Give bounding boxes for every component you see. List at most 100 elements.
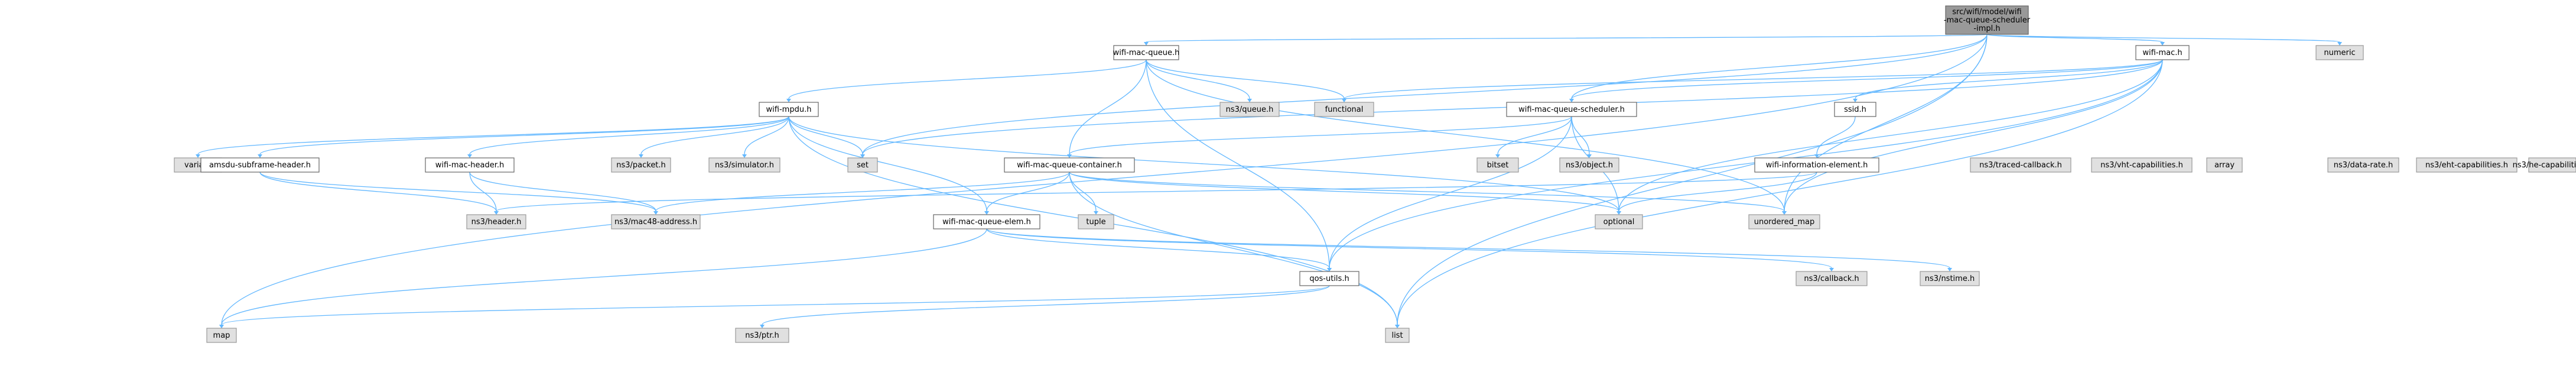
node-wmq[interactable]: wifi-mac-queue.h <box>1113 45 1180 60</box>
node-box <box>1595 214 1643 229</box>
node-label: numeric <box>2324 48 2355 57</box>
edge-arrowhead <box>1067 154 1072 158</box>
node-box <box>1113 45 1179 60</box>
edge-arrowhead <box>1829 268 1834 271</box>
node-label: wifi-mac.h <box>2142 48 2182 57</box>
edge-wmqs-to-qos <box>1329 116 1572 269</box>
edge-wmqc-to-wmqe <box>986 172 1070 212</box>
edge-arrowhead <box>653 211 658 215</box>
node-label: optional <box>1604 218 1635 227</box>
node-amsdu[interactable]: amsdu-subframe-header.h <box>200 157 320 173</box>
node-simulator: ns3/simulator.h <box>708 157 780 173</box>
node-datarate: ns3/data-rate.h <box>2327 157 2399 173</box>
node-label: ns3/vht-capabilities.h <box>2100 161 2183 170</box>
node-box <box>1299 271 1359 286</box>
node-ssid[interactable]: ssid.h <box>1834 102 1876 117</box>
node-header: ns3/header.h <box>466 214 526 229</box>
node-wmpdu[interactable]: wifi-mpdu.h <box>759 102 819 117</box>
edge-wmac-to-umap <box>1784 59 2163 212</box>
edge-wmqe-to-callback <box>986 228 1832 269</box>
node-wmac[interactable]: wifi-mac.h <box>2135 45 2190 60</box>
node-wmqc[interactable]: wifi-mac-queue-container.h <box>1004 157 1135 173</box>
node-wmqe[interactable]: wifi-mac-queue-elem.h <box>933 214 1040 229</box>
node-optional: optional <box>1595 214 1643 229</box>
edge-wmqc-to-umap <box>1069 172 1785 212</box>
node-label: ns3/nstime.h <box>1925 274 1975 283</box>
edge-wmpdu-to-wmh <box>469 116 789 155</box>
edge-wmac-to-functional <box>1344 59 2163 99</box>
node-label: ns3/eht-capabilities.h <box>2425 161 2508 170</box>
edge-wmqc-to-list <box>1069 172 1398 325</box>
node-array: array <box>2206 157 2243 173</box>
node-box <box>200 157 320 173</box>
node-object: ns3/object.h <box>1559 157 1619 173</box>
node-eht: ns3/eht-capabilities.h <box>2416 157 2518 173</box>
edge-arrowhead <box>258 154 262 158</box>
node-he: ns3/he-capabilities.h <box>2513 157 2576 173</box>
node-mac48: ns3/mac48-address.h <box>611 214 701 229</box>
node-label: src/wifi/model/wifi <box>1952 8 2021 17</box>
node-packet: ns3/packet.h <box>611 157 671 173</box>
node-wie[interactable]: wifi-information-element.h <box>1754 157 1879 173</box>
edge-wmq-to-qos <box>1146 59 1330 269</box>
node-ptr: ns3/ptr.h <box>735 328 789 343</box>
node-box <box>611 157 671 173</box>
node-box <box>1559 157 1619 173</box>
node-label: ns3/queue.h <box>1226 105 1274 114</box>
edge-arrowhead <box>1569 99 1574 102</box>
node-label: wifi-mpdu.h <box>766 105 812 114</box>
edge-wmqe-to-map <box>221 228 987 325</box>
node-label: tuple <box>1086 218 1105 227</box>
edge-arrowhead <box>786 99 791 102</box>
node-traced: ns3/traced-callback.h <box>1970 157 2071 173</box>
edge-arrowhead <box>1342 99 1346 102</box>
node-box <box>1748 214 1820 229</box>
node-box <box>1754 157 1879 173</box>
node-wmqs[interactable]: wifi-mac-queue-scheduler.h <box>1506 102 1637 117</box>
edge-wmqc-to-optional <box>1069 172 1619 212</box>
edge-arrowhead <box>1587 154 1592 158</box>
node-label: set <box>857 161 869 170</box>
node-box <box>2135 45 2190 60</box>
edge-qos-to-ptr <box>762 285 1330 325</box>
edge-wmpdu-to-set <box>788 116 863 155</box>
node-label: ns3/object.h <box>1566 161 1613 170</box>
node-label: wifi-mac-queue-elem.h <box>942 218 1031 227</box>
node-label: -impl.h <box>1973 24 2000 33</box>
edge-wmq-to-wmqc <box>1069 59 1147 155</box>
node-vht: ns3/vht-capabilities.h <box>2091 157 2193 173</box>
edge-wmac-to-ssid <box>1855 59 2163 99</box>
node-wmh[interactable]: wifi-mac-header.h <box>425 157 515 173</box>
node-box <box>611 214 701 229</box>
node-label: -mac-queue-scheduler <box>1944 16 2031 25</box>
node-label: ssid.h <box>1844 105 1866 114</box>
node-label: wifi-mac-queue-scheduler.h <box>1518 105 1625 114</box>
node-label: ns3/callback.h <box>1804 274 1859 283</box>
node-box <box>425 157 515 173</box>
node-box <box>759 102 819 117</box>
edge-arrowhead <box>639 154 643 158</box>
edge-wmpdu-to-packet <box>640 116 789 155</box>
node-box <box>206 328 237 343</box>
node-set: set <box>847 157 878 173</box>
edge-wmpdu-to-optional <box>788 116 1619 212</box>
edge-wmac-to-wmqs <box>1571 59 2163 99</box>
node-qos[interactable]: qos-utils.h <box>1299 271 1359 286</box>
node-box <box>2416 157 2518 173</box>
edge-arrowhead <box>1814 154 1819 158</box>
edge-arrowhead <box>984 211 989 215</box>
node-label: ns3/mac48-address.h <box>614 218 697 227</box>
edge-wmq-to-umap <box>1146 59 1785 212</box>
node-label: wifi-mac-header.h <box>435 161 505 170</box>
node-box <box>847 157 878 173</box>
node-label: bitset <box>1487 161 1509 170</box>
node-box <box>1476 157 1519 173</box>
node-box <box>1078 214 1114 229</box>
edge-ssid-to-wie <box>1816 116 1856 155</box>
node-label: array <box>2214 161 2235 170</box>
node-map: map <box>206 328 237 343</box>
node-box <box>2315 45 2364 60</box>
node-label: ns3/simulator.h <box>715 161 774 170</box>
edge-arrowhead <box>1327 268 1332 271</box>
edge-arrowhead <box>1395 325 1400 328</box>
